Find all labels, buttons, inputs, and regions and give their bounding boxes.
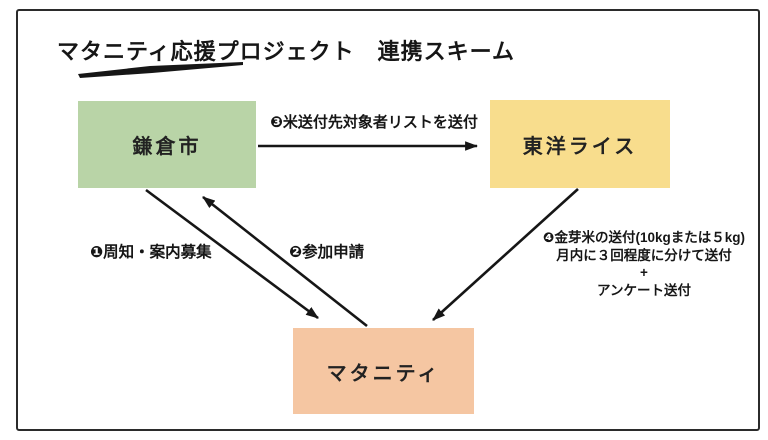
arrow-apply [202,195,368,328]
rice-send-line-2: 月内に３回程度に分けて送付 [556,247,732,263]
arrow-label-apply: ❷参加申請 [289,244,365,261]
node-maternity: マタニティ [293,328,474,414]
arrow-label-rice-send: ❹金芽米の送付(10kgまたは５kg) 月内に３回程度に分けて送付 + アンケー… [520,229,768,299]
node-toyo-rice: 東洋ライス [490,100,670,188]
node-toyo-rice-label: 東洋ライス [522,135,638,158]
node-maternity-label: マタニティ [326,362,441,385]
rice-send-line-4: アンケート送付 [597,282,691,298]
node-kamakura-label: 鎌倉市 [132,136,202,158]
arrow-rice-send [432,188,579,321]
arrow-label-rice-list: ❸米送付先対象者リストを送付 [270,114,478,131]
node-kamakura-city: 鎌倉市 [78,101,256,188]
title-underline [78,62,243,78]
arrow-announce [145,188,319,320]
rice-send-plus: + [640,265,648,280]
diagram-title: マタニティ応援プロジェクト 連携スキーム [57,39,516,64]
arrow-label-announce: ❶周知・案内募集 [90,244,212,261]
rice-send-line-1: ❹金芽米の送付(10kgまたは５kg) [543,230,745,245]
